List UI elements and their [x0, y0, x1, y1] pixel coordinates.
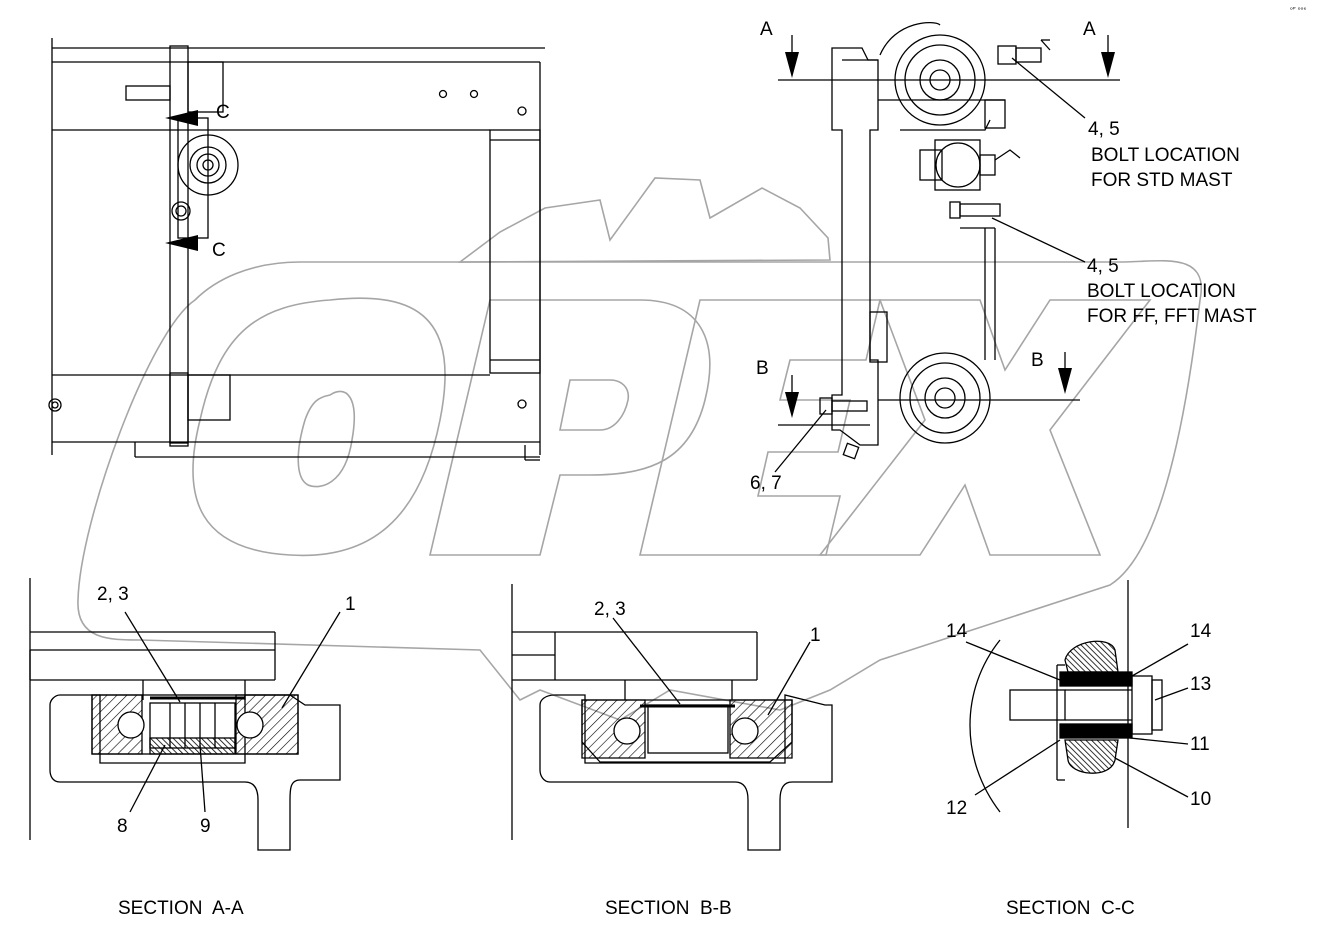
watermark-letter-x	[818, 299, 1152, 556]
section-aa-view	[29, 578, 341, 851]
section-marker-a-right: A	[1083, 19, 1096, 40]
callout-aa-8: 8	[117, 816, 128, 837]
section-marker-b-right: B	[1031, 350, 1044, 371]
callout-cc-13: 13	[1190, 674, 1212, 695]
section-marker-c-top: C	[216, 102, 230, 123]
watermark	[77, 177, 1203, 721]
callout-aa-2-3: 2, 3	[97, 584, 129, 605]
watermark-swoosh	[77, 259, 1203, 721]
section-arrow-c-top	[165, 110, 198, 126]
callout-cc-14-left: 14	[946, 621, 968, 642]
section-marker-a-left: A	[760, 19, 773, 40]
callout-6-7: 6, 7	[750, 473, 782, 494]
gear-icon	[457, 177, 831, 263]
callout-aa-9: 9	[200, 816, 211, 837]
callout-ff-line2: FOR FF, FFT MAST	[1087, 306, 1257, 327]
callout-std-line1: BOLT LOCATION	[1091, 145, 1240, 166]
section-arrow-c-bottom	[165, 235, 198, 251]
left-elevation-view	[48, 38, 545, 461]
caption-section-cc: SECTION C-C	[1006, 898, 1135, 919]
callout-cc-10: 10	[1190, 789, 1212, 810]
callout-cc-12: 12	[946, 798, 968, 819]
callout-cc-14-right: 14	[1190, 621, 1212, 642]
callout-bb-2-3: 2, 3	[594, 599, 626, 620]
corner-mark: ᵒᴾ ᵒᵒᵉ	[1290, 6, 1307, 14]
callout-std-line2: FOR STD MAST	[1091, 170, 1233, 191]
callout-ff-number: 4, 5	[1087, 256, 1119, 277]
watermark-letter-e	[638, 299, 882, 556]
section-cc-view	[965, 580, 1189, 828]
watermark-letter-p	[428, 299, 711, 556]
caption-section-aa: SECTION A-A	[118, 898, 244, 919]
right-side-view	[774, 22, 1120, 473]
callout-ff-line1: BOLT LOCATION	[1087, 281, 1236, 302]
caption-section-bb: SECTION B-B	[605, 898, 732, 919]
callout-cc-11: 11	[1190, 734, 1210, 755]
callout-aa-1: 1	[345, 594, 356, 615]
section-marker-b-left: B	[756, 358, 769, 379]
callout-std-number: 4, 5	[1088, 119, 1120, 140]
section-marker-c-bottom: C	[212, 240, 226, 261]
callout-bb-1: 1	[810, 625, 821, 646]
watermark-letter-o	[192, 297, 446, 557]
section-bb-view	[511, 584, 833, 851]
